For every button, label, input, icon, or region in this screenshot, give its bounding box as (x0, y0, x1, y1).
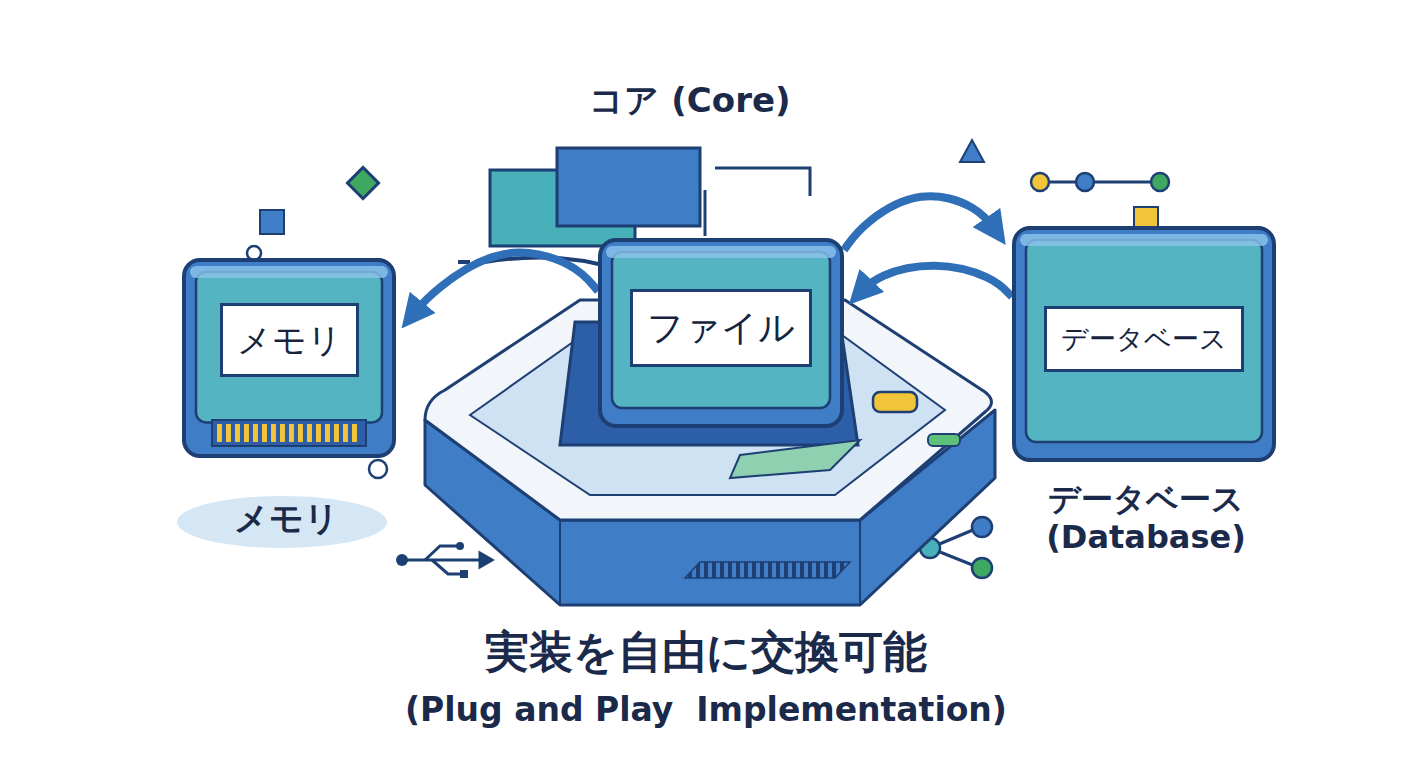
cartridge-label: ファイル (630, 289, 812, 366)
label: メモリ (176, 498, 396, 539)
cartridge-label: データベース (1044, 306, 1244, 372)
caption: 実装を自由に交換可能 (306, 626, 1106, 679)
cartridge-label: メモリ (220, 303, 359, 378)
label: データベース (Database) (1021, 480, 1271, 557)
swap-arrow (844, 196, 998, 250)
cartridge: メモリ (182, 258, 396, 458)
cartridge: ファイル (598, 238, 844, 428)
label: (Plug and Play Implementation) (356, 690, 1056, 730)
cartridge: データベース (1012, 226, 1276, 462)
title: コア (Core) (390, 80, 990, 121)
swap-arrow (410, 253, 598, 318)
swap-arrow (858, 266, 1012, 297)
